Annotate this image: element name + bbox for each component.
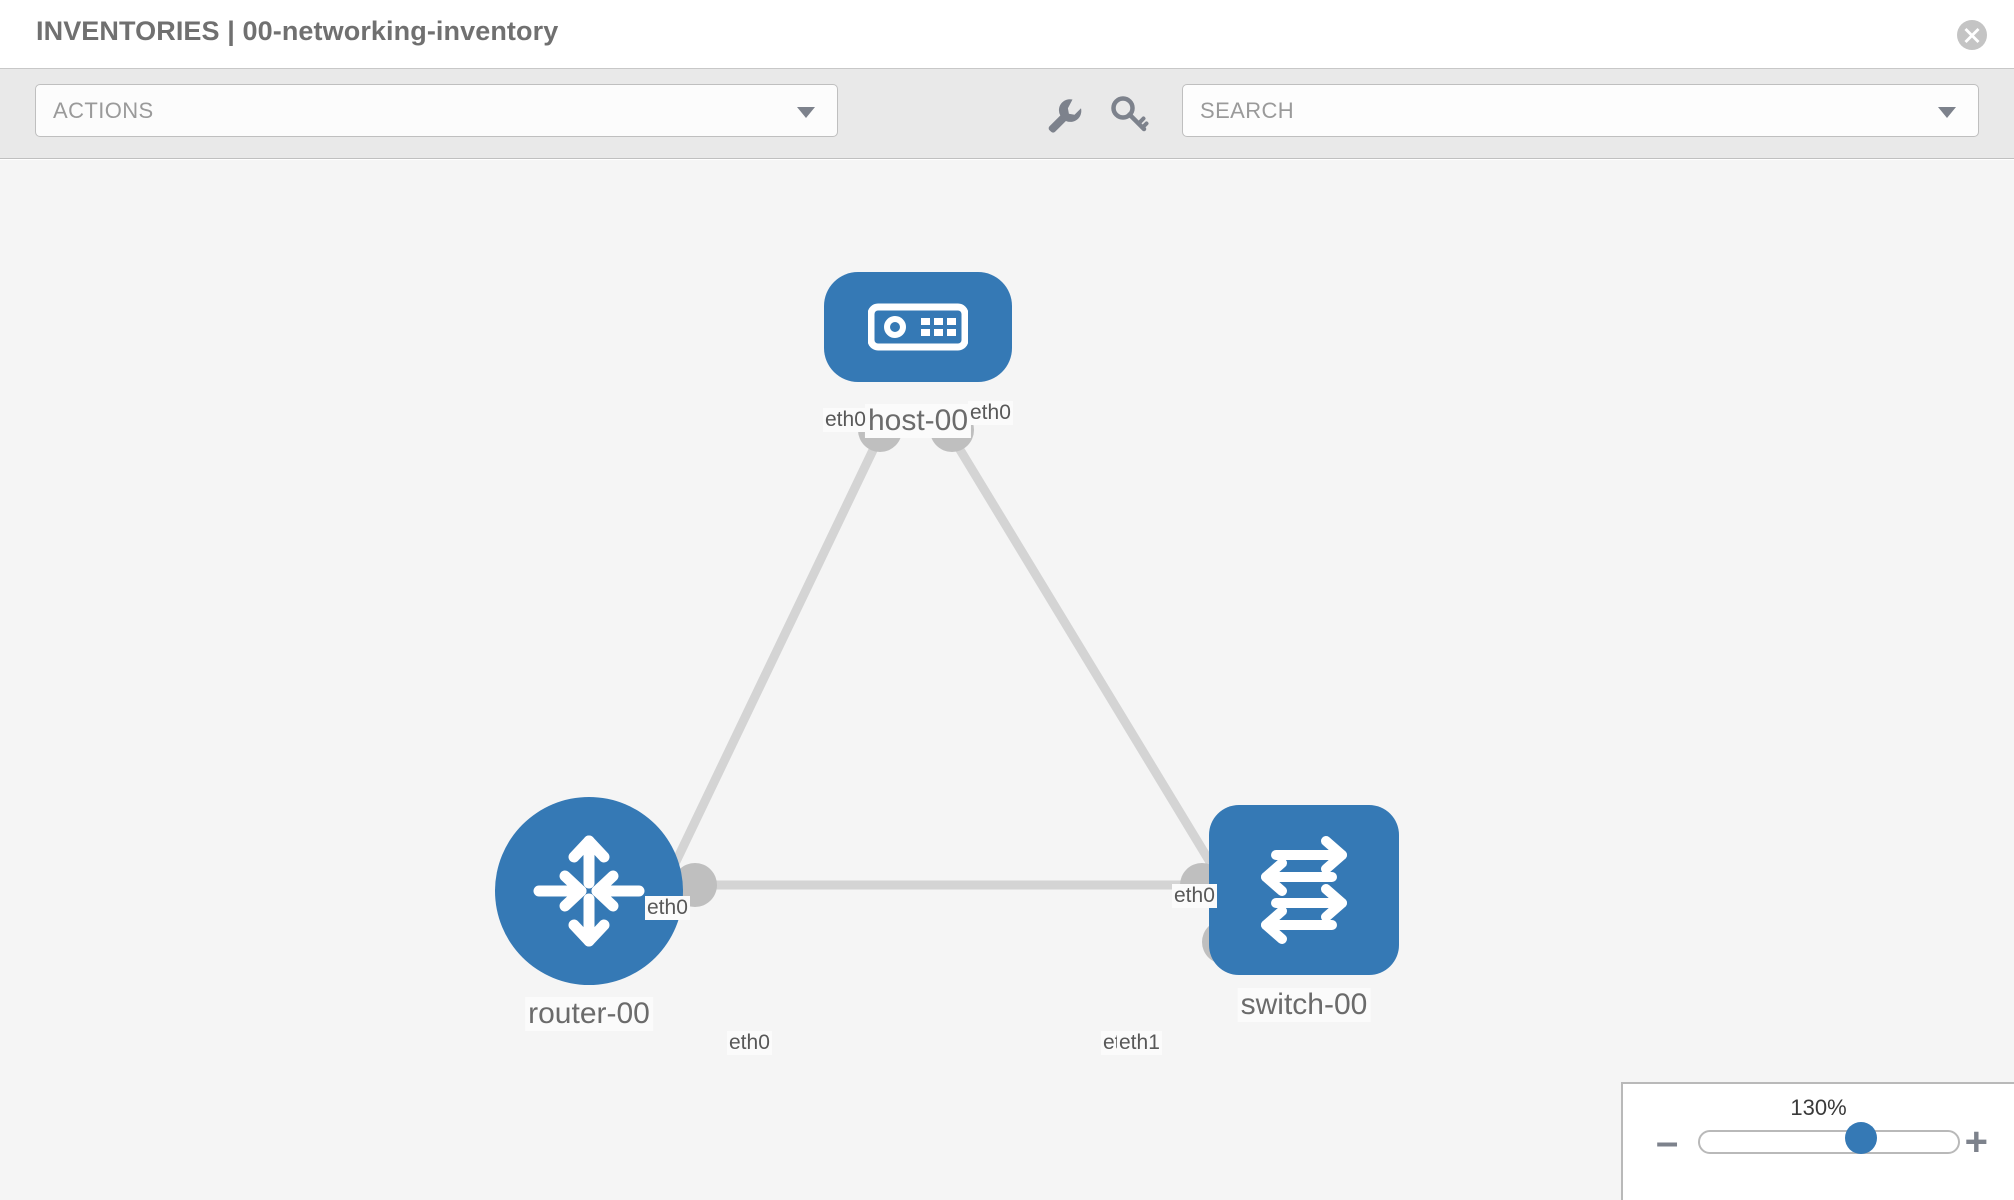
node-switch-00[interactable]: switch-00	[1209, 805, 1399, 1022]
zoom-slider-track[interactable]	[1698, 1130, 1960, 1154]
wrench-icon[interactable]	[1042, 93, 1084, 135]
page-title: INVENTORIES | 00-networking-inventory	[36, 16, 559, 46]
zoom-slider-handle[interactable]	[1845, 1122, 1877, 1154]
actions-dropdown-label: ACTIONS	[53, 98, 154, 123]
node-router-shape	[495, 797, 683, 985]
zoom-out-button[interactable]: –	[1656, 1120, 1679, 1164]
switch-arrows-icon	[1261, 836, 1347, 944]
chevron-down-icon	[797, 107, 815, 118]
node-router-00[interactable]: router-00	[495, 797, 683, 1031]
page-header: INVENTORIES | 00-networking-inventory	[0, 0, 2014, 69]
close-icon[interactable]	[1957, 20, 1987, 50]
topology-canvas[interactable]: host-00 eth0 eth0 router-00 eth0 eth0	[0, 160, 2014, 1200]
node-host-00[interactable]: host-00	[824, 272, 1012, 438]
server-icon	[868, 303, 968, 351]
zoom-control-panel: 130% – +	[1621, 1082, 2014, 1200]
zoom-level-value: 130%	[1790, 1095, 1847, 1120]
node-switch-shape	[1209, 805, 1399, 975]
search-input[interactable]: SEARCH	[1182, 84, 1979, 137]
socket-host-right[interactable]	[930, 408, 974, 452]
actions-dropdown[interactable]: ACTIONS	[35, 84, 838, 137]
router-arrows-icon	[533, 835, 645, 947]
zoom-in-button[interactable]: +	[1964, 1120, 1988, 1164]
node-host-shape	[824, 272, 1012, 382]
chevron-down-icon[interactable]	[1938, 107, 1956, 118]
key-icon[interactable]	[1108, 93, 1150, 135]
search-placeholder: SEARCH	[1200, 98, 1295, 123]
topology-edges	[655, 422, 1234, 898]
socket-host-left[interactable]	[858, 408, 902, 452]
